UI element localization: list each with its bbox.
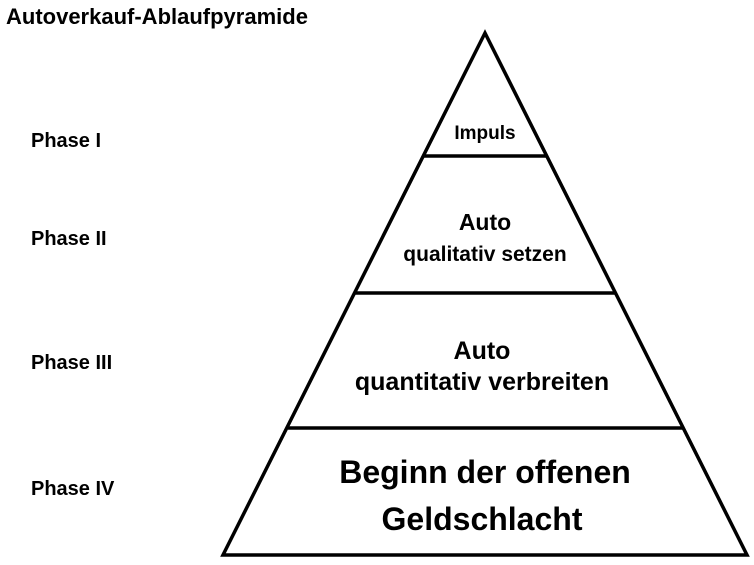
phase-label-1: Phase I	[31, 130, 102, 152]
level-1-text: Impuls	[454, 123, 515, 144]
level-2-text-line-2: qualitativ setzen	[403, 243, 566, 266]
level-2-text-line-1: Auto	[459, 209, 511, 235]
diagram-title: Autoverkauf-Ablaufpyramide	[6, 4, 308, 29]
phase-label-3: Phase III	[31, 352, 113, 374]
phase-label-2: Phase II	[31, 228, 107, 250]
phase-label-4: Phase IV	[31, 478, 115, 500]
level-4-text-line-1: Beginn der offenen	[339, 454, 631, 490]
level-4-text-line-2: Geldschlacht	[382, 501, 583, 537]
level-3-text-line-1: Auto	[454, 337, 511, 365]
level-3-text-line-2: quantitativ verbreiten	[355, 368, 609, 396]
